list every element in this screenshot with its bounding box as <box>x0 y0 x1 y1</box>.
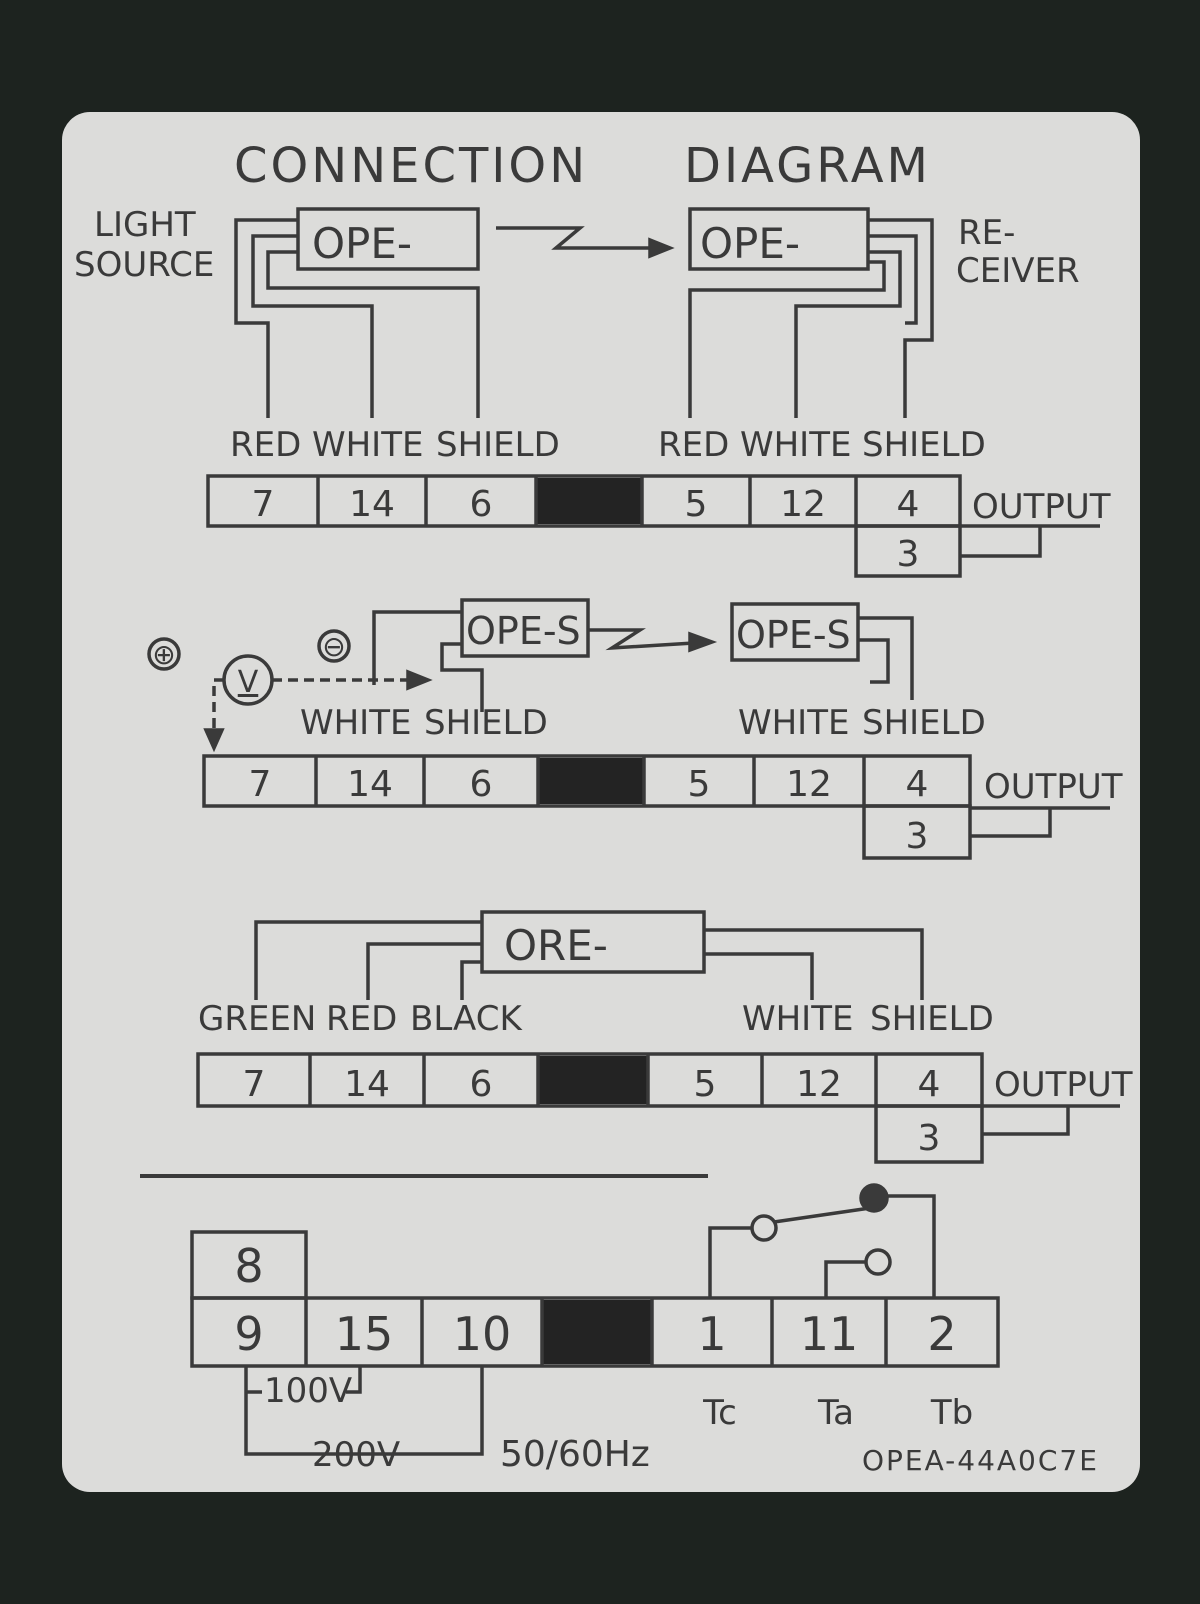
terminal-label: 6 <box>470 764 493 805</box>
wire-label-green: GREEN <box>198 999 316 1039</box>
unit-model-3: ORE- <box>504 921 608 970</box>
emitter-box-2 <box>460 598 590 658</box>
wire-label-white: WHITE <box>312 425 423 465</box>
terminal-label: 9 <box>234 1307 263 1361</box>
wire-label-shield: SHIELD <box>862 703 986 743</box>
part-number: OPEA-44A0C7E <box>862 1444 1099 1477</box>
wire-label-red: RED <box>658 425 729 465</box>
wire-label-shield: SHIELD <box>862 425 986 465</box>
wire-label-shield: SHIELD <box>424 703 548 743</box>
wire-label-white: WHITE <box>740 425 851 465</box>
terminal-label: 4 <box>918 1064 941 1105</box>
voltage-200-label: 200V <box>312 1435 400 1475</box>
title-left: CONNECTION <box>234 138 588 194</box>
output-label: OUTPUT <box>984 767 1123 807</box>
terminal-label: 8 <box>234 1239 263 1293</box>
wire-label-white: WHITE <box>742 999 853 1039</box>
strip-3-spacer <box>538 1056 648 1104</box>
terminal-label: 6 <box>470 484 493 525</box>
terminal-label: 10 <box>453 1307 512 1361</box>
emitter-box-1 <box>296 207 480 271</box>
receiver-box-2 <box>730 602 860 662</box>
output-label: OUTPUT <box>994 1065 1133 1105</box>
power-strip-spacer <box>542 1300 652 1364</box>
wire-label-red: RED <box>326 999 397 1039</box>
emitter-model-2: OPE-S <box>466 609 581 653</box>
contact-label-tb: Tb <box>930 1393 973 1433</box>
voltage-100-label: 100V <box>264 1371 352 1411</box>
wire-label-black: BLACK <box>410 999 523 1039</box>
terminal-label: 5 <box>685 484 708 525</box>
output-label: OUTPUT <box>972 487 1111 527</box>
receiver-model-2: OPE-S <box>736 613 851 657</box>
plus-icon: ⊕ <box>152 638 175 671</box>
terminal-label: 4 <box>897 484 920 525</box>
wire-label-red: RED <box>230 425 301 465</box>
terminal-label: 3 <box>906 816 929 857</box>
voltmeter-icon: V <box>238 665 259 700</box>
strip-1-spacer <box>536 478 642 524</box>
receiver-label-1: RE- <box>958 213 1015 253</box>
contact-label-tc: Tc <box>702 1393 737 1433</box>
terminal-label: 6 <box>470 1064 493 1105</box>
unit-box-3 <box>480 910 706 974</box>
terminal-label: 5 <box>694 1064 717 1105</box>
light-source-label-2: SOURCE <box>74 245 214 285</box>
terminal-label: 5 <box>688 764 711 805</box>
terminal-label: 12 <box>786 764 832 805</box>
terminal-label: 7 <box>252 484 275 525</box>
terminal-label: 15 <box>335 1307 394 1361</box>
terminal-label: 14 <box>347 764 393 805</box>
terminal-label: 3 <box>918 1118 941 1159</box>
terminal-label: 2 <box>927 1307 956 1361</box>
frequency-label: 50/60Hz <box>500 1434 650 1475</box>
contact-label-ta: Ta <box>817 1393 854 1433</box>
receiver-model-1: OPE- <box>700 219 800 268</box>
terminal-label: 7 <box>243 1064 266 1105</box>
wiring-lines <box>140 207 1120 1456</box>
wire-label-shield: SHIELD <box>870 999 994 1039</box>
light-source-label-1: LIGHT <box>94 205 196 245</box>
terminal-label: 12 <box>780 484 826 525</box>
title-right: DIAGRAM <box>684 138 931 194</box>
terminal-label: 14 <box>349 484 395 525</box>
terminal-label: 1 <box>697 1307 726 1361</box>
receiver-label-2: CEIVER <box>956 251 1080 291</box>
terminal-label: 3 <box>897 534 920 575</box>
wire-label-white: WHITE <box>300 703 411 743</box>
terminal-label: 14 <box>344 1064 390 1105</box>
wire-label-shield: SHIELD <box>436 425 560 465</box>
wire-label-white: WHITE <box>738 703 849 743</box>
emitter-model-1: OPE- <box>312 219 412 268</box>
minus-icon: ⊖ <box>322 630 345 663</box>
terminal-label: 4 <box>906 764 929 805</box>
terminal-label: 7 <box>249 764 272 805</box>
terminal-label: 11 <box>800 1307 859 1361</box>
strip-2-spacer <box>538 758 644 804</box>
terminal-label: 12 <box>796 1064 842 1105</box>
receiver-box-1 <box>688 207 870 271</box>
